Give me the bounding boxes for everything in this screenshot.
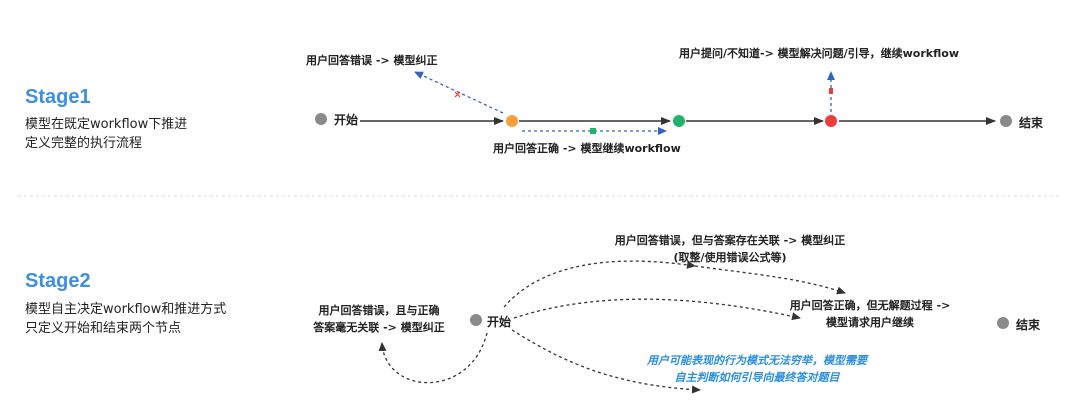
stage1-orange-node bbox=[506, 115, 518, 127]
stage1-correct-check-icon bbox=[590, 128, 596, 134]
stage2-left-line1: 用户回答错误，且与正确 bbox=[318, 304, 440, 317]
stage2-start-label: 开始 bbox=[487, 315, 512, 329]
stage2-left-label: 用户回答错误，且与正确 答案毫无关联 -> 模型纠正 bbox=[294, 302, 464, 336]
stage1-wrong-x-icon bbox=[454, 91, 461, 98]
stage2-note-line1: 用户可能表现的行为模式无法穷举，模型需要 bbox=[647, 354, 867, 367]
stage1-red-node bbox=[825, 115, 837, 127]
stage1-wrong-label: 用户回答错误 -> 模型纠正 bbox=[306, 54, 438, 67]
stage1-start-node bbox=[315, 113, 327, 125]
stage2-end-label: 结束 bbox=[1016, 318, 1041, 332]
stage1-title: Stage1 bbox=[25, 86, 91, 108]
stage2-desc-line2: 只定义开始和结束两个节点 bbox=[25, 321, 182, 336]
stage2-curve-bottom bbox=[511, 329, 701, 394]
stage2-desc-line1: 模型自主决定workflow和推进方式 bbox=[25, 302, 227, 317]
stage2-curve-top bbox=[503, 260, 696, 308]
stage2-top-label: 用户回答错误，但与答案存在关联 -> 模型纠正 (取整/使用错误公式等) bbox=[594, 232, 866, 266]
stage2-start-node bbox=[470, 314, 482, 326]
stage1-question-mark-icon bbox=[829, 88, 833, 94]
stage2-right-line2: 模型请求用户继续 bbox=[826, 316, 914, 329]
stage2-right-label: 用户回答正确，但无解题过程 -> 模型请求用户继续 bbox=[770, 297, 970, 331]
stage2-description: 模型自主决定workflow和推进方式 只定义开始和结束两个节点 bbox=[25, 300, 226, 338]
stage2-left-line2: 答案毫无关联 -> 模型纠正 bbox=[313, 321, 445, 334]
stage2-note-line2: 自主判断如何引导向最终答对题目 bbox=[674, 371, 840, 384]
stage2-title: Stage2 bbox=[25, 270, 91, 292]
stage2-top-line1: 用户回答错误，但与答案存在关联 -> 模型纠正 bbox=[614, 234, 846, 247]
stage1-end-node bbox=[1000, 115, 1012, 127]
stage1-question-label: 用户提问/不知道-> 模型解决问题/引导，继续workflow bbox=[679, 47, 959, 60]
stage1-correct-label: 用户回答正确 -> 模型继续workflow bbox=[493, 142, 681, 155]
stage1-start-label: 开始 bbox=[334, 113, 359, 127]
stage2-end-node bbox=[997, 317, 1009, 329]
stage2-curve-left-loop bbox=[378, 332, 488, 384]
stage2-curve-top-right bbox=[694, 265, 846, 295]
stage1-desc-line2: 定义完整的执行流程 bbox=[25, 136, 143, 151]
stage2-top-line2: (取整/使用错误公式等) bbox=[673, 251, 787, 264]
stage2-note: 用户可能表现的行为模式无法穷举，模型需要 自主判断如何引导向最终答对题目 bbox=[622, 352, 892, 386]
stage1-description: 模型在既定workflow下推进 定义完整的执行流程 bbox=[25, 115, 187, 153]
stage1-end-label: 结束 bbox=[1019, 116, 1044, 130]
stage2-curve-mid-right bbox=[513, 298, 801, 321]
stage1-desc-line1: 模型在既定workflow下推进 bbox=[25, 117, 188, 132]
stage2-right-line1: 用户回答正确，但无解题过程 -> bbox=[789, 299, 951, 312]
stage1-green-node bbox=[673, 115, 685, 127]
